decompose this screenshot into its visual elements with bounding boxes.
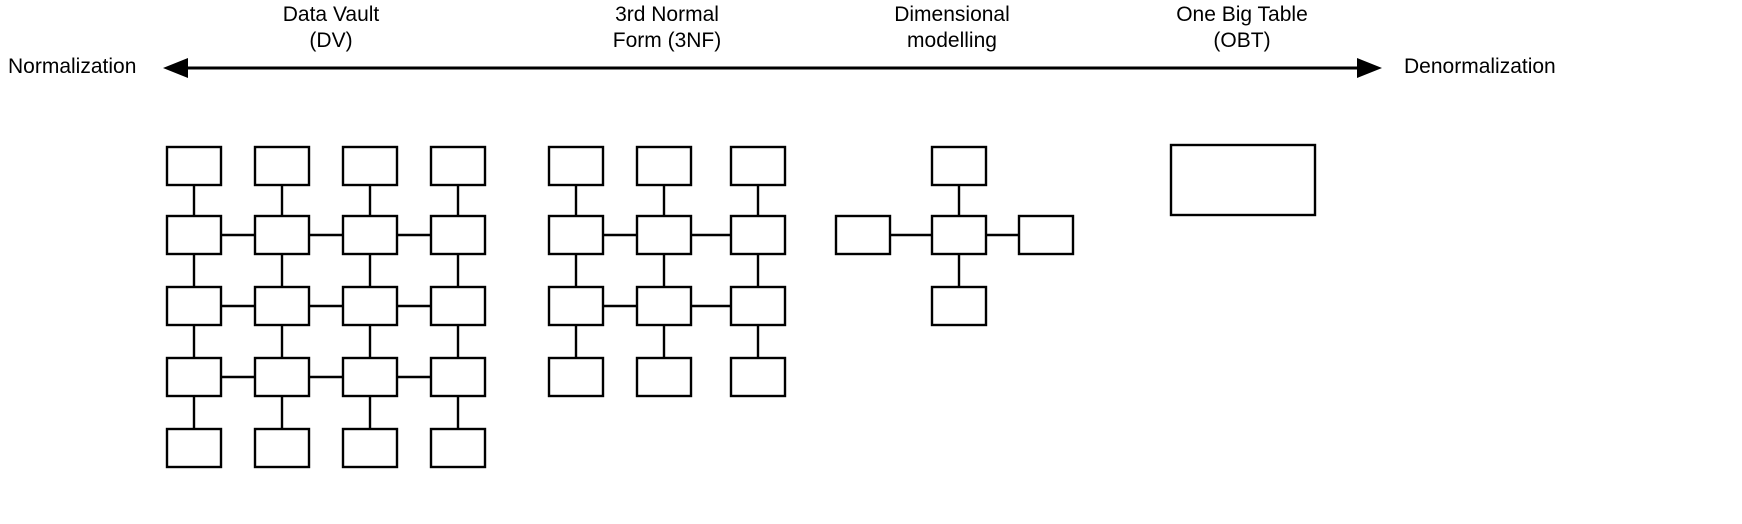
nf-table-box <box>547 214 605 256</box>
dv-table-box <box>253 356 311 398</box>
nf-table-box <box>635 214 693 256</box>
category-label-obt: One Big Table (OBT) <box>1176 3 1308 52</box>
cluster-obt <box>1169 143 1317 217</box>
dv-table-box <box>341 427 399 469</box>
dv-table-box <box>253 427 311 469</box>
nf-table-box <box>547 285 605 327</box>
axis-label-normalization: Normalization <box>8 55 137 78</box>
arrow-head-left <box>163 58 188 78</box>
category-label-3nf: 3rd Normal Form (3NF) <box>612 3 722 52</box>
dv-table-box <box>429 427 487 469</box>
dim-fact-box-center <box>930 214 988 256</box>
nf-table-box <box>729 356 787 398</box>
cluster-data-vault <box>165 145 487 469</box>
nf-table-box <box>547 145 605 187</box>
dv-table-box <box>253 214 311 256</box>
axis-label-denormalization: Denormalization <box>1404 55 1556 78</box>
nf-table-box <box>635 356 693 398</box>
dv-table-box <box>341 145 399 187</box>
dv-table-box <box>429 145 487 187</box>
arrow-head-right <box>1357 58 1382 78</box>
cluster-3nf <box>547 145 787 398</box>
nf-table-box <box>635 285 693 327</box>
dv-table-box <box>429 285 487 327</box>
dv-table-box <box>165 145 223 187</box>
dv-table-box <box>253 145 311 187</box>
dv-horizontal-links <box>221 233 431 379</box>
dv-table-box <box>341 214 399 256</box>
nf-horizontal-links <box>603 233 731 308</box>
dv-table-box <box>165 427 223 469</box>
nf-table-box <box>729 285 787 327</box>
dim-dimension-box-right <box>1017 214 1075 256</box>
nf-vertical-links <box>574 185 760 358</box>
dim-dimension-box-left <box>834 214 892 256</box>
dv-table-box <box>341 356 399 398</box>
dv-table-box <box>341 285 399 327</box>
dv-table-box <box>165 285 223 327</box>
dv-table-box <box>253 285 311 327</box>
dv-table-box <box>165 356 223 398</box>
nf-table-box <box>635 145 693 187</box>
nf-table-box <box>729 145 787 187</box>
nf-table-box <box>729 214 787 256</box>
cluster-dimensional <box>834 145 1075 327</box>
dv-table-box <box>429 356 487 398</box>
normalization-axis-arrow <box>163 58 1382 78</box>
nf-table-box <box>547 356 605 398</box>
category-label-dv: Data Vault (DV) <box>282 3 380 52</box>
dv-vertical-links <box>192 185 460 429</box>
dv-table-box <box>165 214 223 256</box>
dim-dimension-box-bottom <box>930 285 988 327</box>
dv-table-box <box>429 214 487 256</box>
category-label-dimensional: Dimensional modelling <box>894 3 1010 52</box>
dim-dimension-box-top <box>930 145 988 187</box>
obt-table-box <box>1169 143 1317 217</box>
